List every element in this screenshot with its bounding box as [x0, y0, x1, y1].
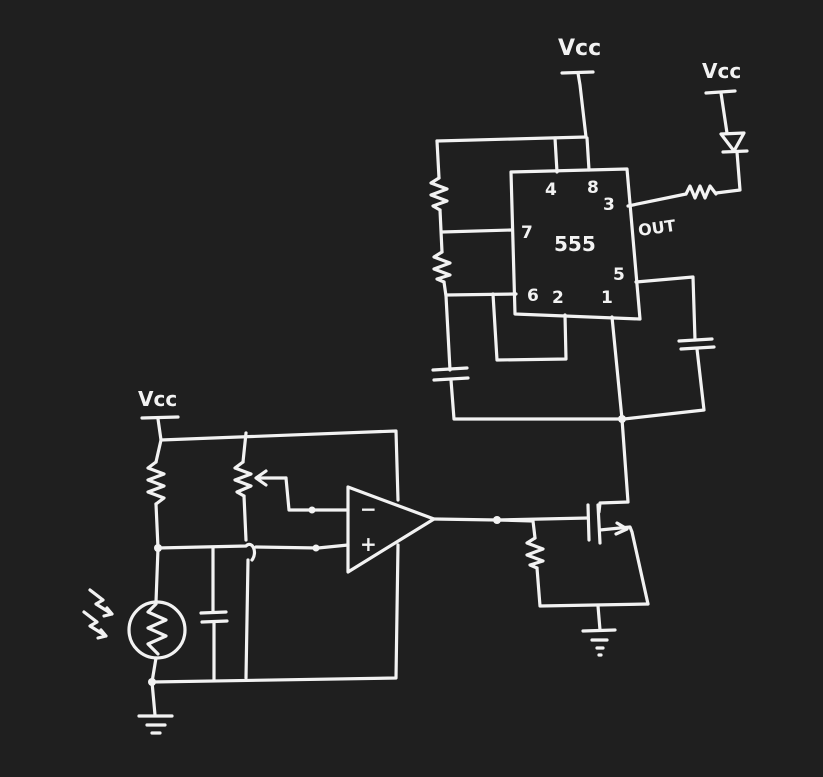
light-arrow-icon-1 [88, 588, 114, 618]
chip-555-body [509, 167, 642, 321]
mosfet-section [432, 417, 650, 657]
vcc-label-led: Vcc [702, 59, 741, 83]
vcc-bar-sensor [140, 415, 180, 420]
chip-555-name: 555 [554, 232, 596, 256]
ground-wire-sensor [150, 680, 157, 717]
divider-wire [154, 502, 160, 550]
resistor-ra [429, 176, 449, 212]
photoresistor-zigzag [146, 602, 168, 656]
output-wire [626, 192, 688, 208]
junction-dot-minus [308, 506, 316, 514]
potentiometer-wiper-icon [254, 469, 288, 487]
sensor-section: Vcc − + [82, 387, 436, 735]
vcc-label-555: Vcc [558, 36, 601, 61]
ldr-wire-top [154, 546, 160, 604]
mosfet-channel [596, 503, 602, 545]
pin5-wire [634, 275, 697, 342]
timing-capacitor-plate-top [431, 366, 469, 372]
resistor-divider [146, 460, 166, 506]
pin1-wire [610, 315, 624, 421]
drain-wire [597, 417, 630, 514]
mosfet-source [598, 525, 650, 606]
pin4-wire [553, 136, 559, 174]
pin8-wire [585, 136, 591, 172]
sensor-top-rail [159, 429, 400, 502]
control-capacitor-plate-top [677, 337, 714, 343]
pin-3-label: 3 [603, 195, 615, 215]
inverting-input-wire [284, 476, 350, 512]
opamp-minus-label: − [360, 497, 377, 521]
resistor-led-to-diode-wire [714, 150, 742, 195]
ground-wire-mosfet [596, 604, 602, 632]
ground-icon-mosfet [581, 628, 617, 657]
vcc-label-sensor: Vcc [138, 387, 177, 411]
resistor-pulldown [525, 536, 545, 570]
resistor-led [684, 184, 718, 200]
pin-6-label: 6 [527, 286, 539, 306]
pin-5-label: 5 [613, 265, 625, 285]
control-cap-bottom-wire [622, 347, 706, 421]
mosfet-arrow-icon [614, 521, 629, 536]
mosfet-gate [586, 503, 591, 542]
pin7-wire [440, 228, 513, 234]
vcc-wire-led [719, 91, 729, 135]
potentiometer [233, 460, 253, 498]
noninverting-input-wire [156, 542, 350, 562]
top-rail-wire [435, 135, 588, 143]
potentiometer-bottom-wire [242, 494, 250, 680]
pin6-wire [444, 292, 518, 297]
filter-capacitor-plate-top [199, 610, 228, 615]
pin-2-label: 2 [552, 288, 564, 308]
resistor-rb [432, 250, 452, 284]
pin6-2-loop-wire [491, 292, 568, 362]
pin-1-label: 1 [601, 288, 613, 308]
opamp-comparator [346, 485, 436, 574]
sensor-ground-rail [150, 543, 400, 684]
pulldown-top-wire [495, 518, 537, 540]
ldr-wire-bottom [150, 656, 158, 684]
junction-dot-plus [312, 544, 320, 552]
pin-7-label: 7 [521, 223, 533, 243]
photoresistor-body [127, 600, 187, 660]
opamp-plus-label: + [360, 532, 377, 556]
potentiometer-top-wire [241, 431, 248, 464]
cap-to-ground-rail-wire [449, 378, 626, 421]
out-label: OUT [637, 216, 677, 240]
light-arrow-icon-2 [82, 610, 108, 640]
vcc-wire-555 [576, 71, 588, 139]
timer-555-section: Vcc 555 4 8 3 7 5 6 2 1 OUT [429, 36, 749, 423]
ground-icon-sensor [137, 714, 174, 735]
pulldown-bottom-wire [535, 566, 650, 608]
ra-top-wire [435, 139, 441, 180]
led-diode [719, 131, 749, 154]
pin-4-label: 4 [545, 180, 557, 200]
pin-8-label: 8 [587, 178, 599, 198]
